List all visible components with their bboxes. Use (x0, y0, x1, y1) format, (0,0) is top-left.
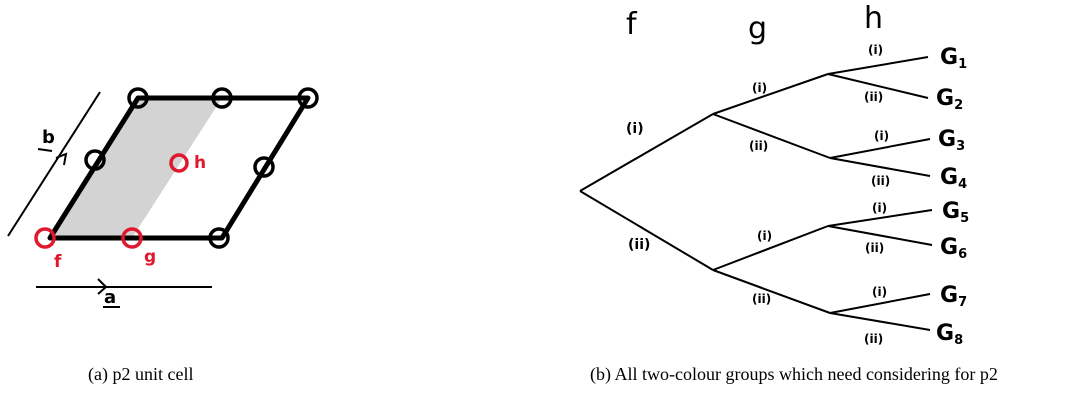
rotation-point (84, 149, 106, 171)
branch-line (827, 225, 933, 246)
branch-label: (i) (872, 201, 887, 215)
two-colour-tree: f g h (i) (ii) (i) (ii) (i) (ii) (i) (ii… (579, 1, 969, 348)
group-label-g7: G7 (940, 283, 967, 310)
branch-line (712, 269, 831, 314)
caption-panel-a: (a) p2 unit cell (88, 364, 194, 384)
branch-line (579, 113, 714, 192)
rotation-point (253, 156, 275, 178)
branch-label: (i) (872, 285, 887, 299)
unit-cell-diagram: b a f g h (7, 87, 319, 308)
vector-b-line (7, 91, 101, 237)
vector-a-arrowhead (97, 278, 108, 295)
branch-label: (i) (752, 81, 767, 95)
point-f-marker (34, 227, 56, 249)
rotation-point (211, 87, 233, 109)
column-header-g: g (748, 11, 767, 46)
branch-line (829, 312, 931, 331)
branch-line (712, 73, 829, 115)
branch-label: (ii) (864, 90, 883, 104)
branch-label: (i) (868, 43, 883, 57)
point-g-label: g (144, 247, 156, 267)
point-h-label: h (194, 153, 206, 173)
branch-label: (i) (757, 229, 772, 243)
rotation-point (297, 87, 319, 109)
group-label-g4: G4 (940, 165, 967, 192)
vector-b-arrowhead (55, 152, 68, 166)
group-label-g2: G2 (936, 86, 963, 113)
column-header-h: h (864, 1, 883, 36)
branch-line (712, 113, 831, 159)
branch-label: (i) (874, 129, 889, 143)
branch-line (579, 190, 714, 271)
branch-line (829, 138, 931, 159)
branch-line (829, 293, 931, 314)
branch-label: (ii) (749, 139, 768, 153)
caption-panel-b: (b) All two-colour groups which need con… (590, 364, 998, 384)
vector-a-label: a (104, 287, 116, 308)
group-label-g8: G8 (936, 321, 963, 348)
column-header-f: f (626, 7, 638, 42)
unit-cell-outline (47, 95, 311, 241)
branch-label: (ii) (871, 174, 890, 188)
vector-b-label: b (42, 127, 55, 148)
group-label-g1: G1 (940, 45, 967, 72)
group-label-g5: G5 (942, 199, 969, 226)
branch-label: (ii) (865, 241, 884, 255)
rotation-point (127, 87, 149, 109)
branch-line (712, 225, 829, 271)
branch-label: (ii) (752, 292, 771, 306)
branch-line (827, 73, 929, 99)
point-g-marker (121, 227, 143, 249)
group-label-g3: G3 (938, 127, 965, 154)
vector-b-underline (37, 148, 53, 152)
group-label-g6: G6 (940, 235, 967, 262)
branch-line (829, 157, 931, 177)
point-h-marker (169, 153, 189, 173)
rotation-point (208, 227, 230, 249)
branch-label: (ii) (864, 332, 883, 346)
branch-label: (i) (626, 121, 644, 137)
branch-line (827, 56, 929, 75)
point-f-label: f (54, 252, 62, 272)
branch-line (827, 209, 933, 227)
branch-label: (ii) (628, 237, 650, 253)
shaded-asymmetric-region (50, 98, 222, 238)
